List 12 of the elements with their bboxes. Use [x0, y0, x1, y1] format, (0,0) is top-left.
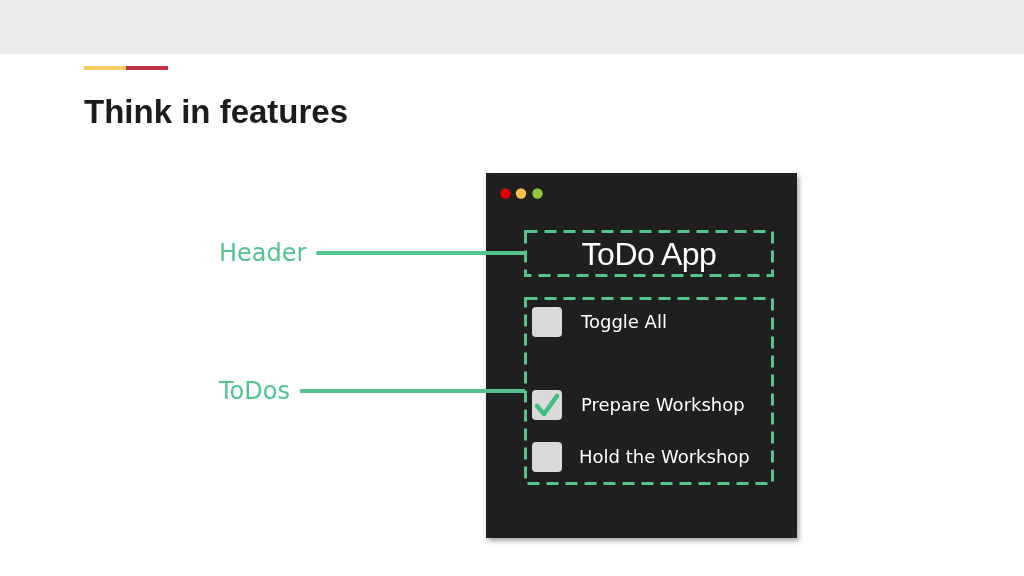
callout-label: ToDos	[219, 376, 290, 406]
leader-line	[316, 251, 525, 255]
todo-label: Toggle All	[581, 310, 667, 334]
todo-label: Hold the Workshop	[579, 445, 750, 469]
todo-list-region	[524, 297, 774, 485]
todo-label: Prepare Workshop	[581, 393, 745, 417]
app-window	[486, 173, 797, 538]
app-heading: ToDo App	[581, 234, 717, 273]
callout-label: Header	[219, 238, 307, 268]
header-region	[524, 230, 774, 277]
leader-line	[299, 389, 525, 393]
slide-title: Think in features	[84, 92, 349, 132]
